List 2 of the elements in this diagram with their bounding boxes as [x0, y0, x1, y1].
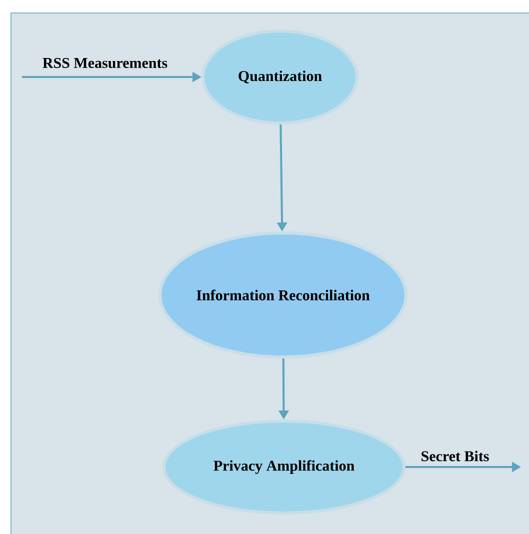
edge-label: Secret Bits [420, 450, 490, 462]
edge-label: RSS Measurements [41, 56, 169, 70]
